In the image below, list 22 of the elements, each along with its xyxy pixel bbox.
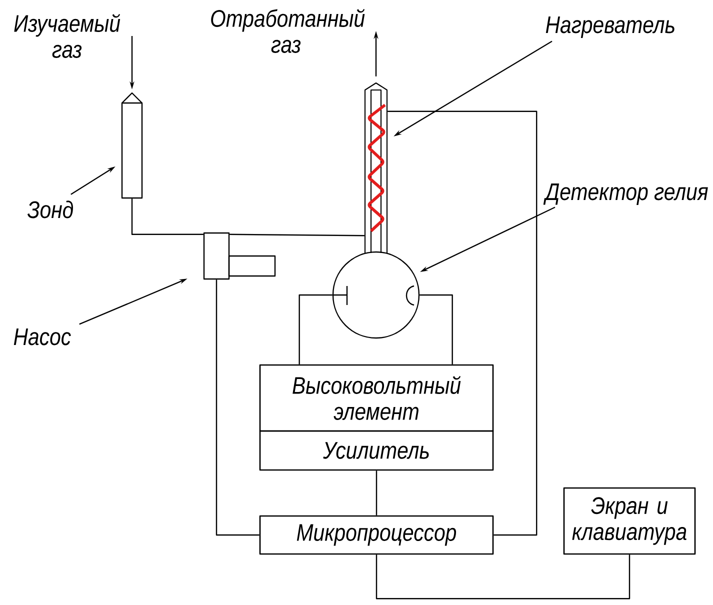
detector-circle (332, 251, 420, 339)
heater-tube (364, 82, 388, 253)
connecting-line (420, 294, 453, 364)
block-box: Высоковольтный элемент (259, 364, 494, 432)
pump (203, 232, 276, 280)
block-box: Микропроцессор (259, 515, 494, 555)
flow-label: Изучаемый газ (14, 14, 120, 58)
part-label: Зонд (27, 200, 73, 218)
connecting-line (216, 280, 260, 536)
probe (121, 92, 143, 199)
flow-label: Отработанный газ (211, 9, 365, 53)
connecting-line (388, 110, 538, 536)
part-label: Нагреватель (546, 16, 674, 38)
connecting-line (376, 554, 630, 600)
connecting-line (298, 294, 332, 364)
block-box: Экран и клавиатура (563, 487, 696, 555)
part-label: Насос (14, 328, 71, 346)
part-label: Детектор гелия (543, 183, 708, 205)
connecting-line (230, 234, 364, 236)
block-box: Усилитель (259, 430, 494, 471)
connecting-line (131, 198, 204, 235)
connecting-line (376, 470, 378, 516)
